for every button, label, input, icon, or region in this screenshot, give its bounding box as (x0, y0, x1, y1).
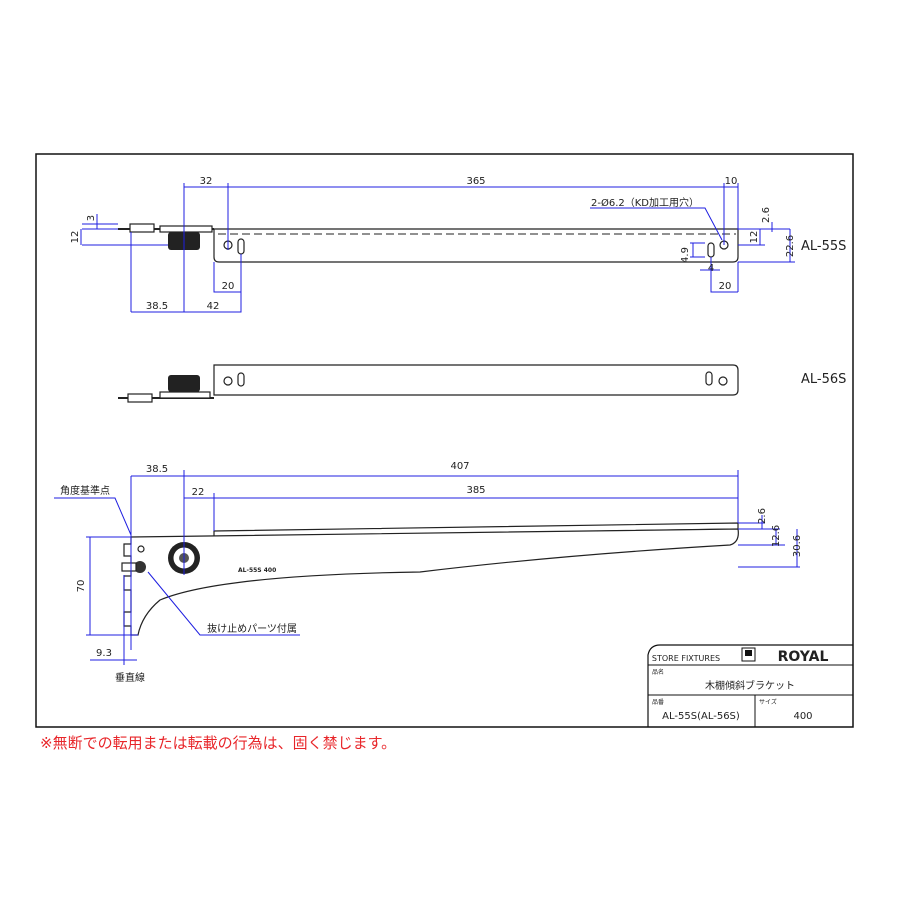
bracket-bar (213, 228, 739, 263)
dim-38-5: 38.5 (146, 464, 168, 475)
dim-12-right: 12 (749, 231, 760, 244)
dim-2-6: 2.6 (761, 207, 772, 223)
bracket-side (123, 528, 739, 636)
dim-2-6: 2.6 (757, 508, 768, 524)
dim-365: 365 (466, 176, 485, 187)
dim-9-3: 9.3 (96, 648, 112, 659)
dim-20-right: 20 (719, 281, 732, 292)
dim-32: 32 (200, 176, 213, 187)
model-label-al-55s: AL-55S (801, 239, 846, 254)
name-label: 品名 (652, 668, 664, 676)
angle-reference-label: 角度基準点 (60, 484, 110, 497)
dim-3: 3 (86, 215, 97, 221)
size-label: サイズ (759, 698, 777, 706)
slot (237, 238, 245, 255)
royal-logo-mark (741, 647, 756, 662)
stopper-note: 抜け止めパーツ付属 (207, 622, 297, 635)
size-value: 400 (793, 711, 812, 722)
dim-22: 22 (192, 487, 205, 498)
dim-407: 407 (450, 461, 469, 472)
side-view: AL-55S 400 38.5 407 22 385 2.6 12.6 30.6… (54, 461, 803, 684)
dim-12-6: 12.6 (771, 525, 782, 547)
hole-callout: 2-Ø6.2（KD加工用穴） (591, 196, 699, 209)
dim-20-left: 20 (222, 281, 235, 292)
part-number: AL-55S(AL-56S) (662, 711, 740, 722)
bracket-stamp: AL-55S 400 (238, 567, 276, 574)
dim-385: 385 (466, 485, 485, 496)
slot (707, 242, 715, 258)
dim-42: 42 (207, 301, 220, 312)
title-block: STORE FIXTURES ROYAL 品名 木棚傾斜ブラケット 品番 AL-… (647, 644, 853, 727)
part-label: 品番 (652, 699, 664, 706)
dim-12-left: 12 (70, 231, 81, 244)
dim-4: 4 (708, 263, 714, 274)
dim-22-6: 22.6 (785, 235, 796, 257)
vertical-line-label: 垂直線 (115, 671, 145, 684)
dim-4-9: 4.9 (680, 247, 691, 263)
rod-end (129, 223, 155, 233)
company-name: STORE FIXTURES (652, 654, 720, 663)
bracket-bar (213, 364, 739, 396)
model-label-al-56s: AL-56S (801, 372, 846, 387)
knob (168, 375, 200, 392)
dim-38-5: 38.5 (146, 301, 168, 312)
dim-70: 70 (76, 580, 87, 593)
copyright-notice: ※無断での転用または転載の行為は、固く禁じます。 (40, 734, 397, 752)
brand-logo: ROYAL (778, 649, 829, 665)
dim-10: 10 (725, 176, 738, 187)
product-name: 木棚傾斜ブラケット (705, 679, 795, 692)
dim-30-6: 30.6 (792, 535, 803, 557)
top-view-al-55s: 32 365 10 3 12 20 38.5 42 12 2.6 22.6 4.… (70, 176, 846, 313)
drawing-frame (35, 153, 854, 728)
view-al-56s: AL-56S (118, 364, 846, 403)
